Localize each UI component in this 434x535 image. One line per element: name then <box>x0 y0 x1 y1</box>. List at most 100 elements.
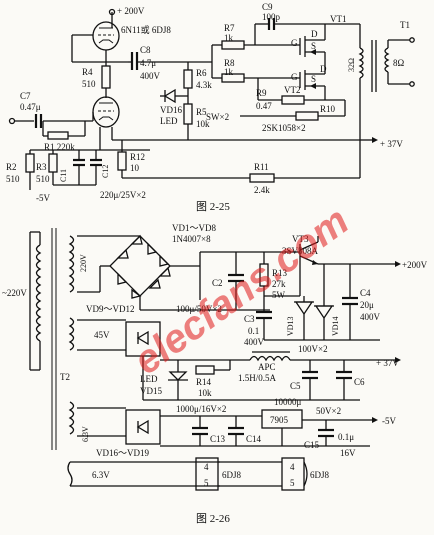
resistor-r6 <box>183 69 193 89</box>
label-heater2: 6DJ8 <box>310 470 330 480</box>
label-r1: R1 220k <box>44 142 75 152</box>
label-r3v: 510 <box>36 174 50 184</box>
label-r7v: 1k <box>224 33 234 43</box>
label-c9v: 100p <box>262 12 281 22</box>
label-vd1v: 1N4007×8 <box>172 234 211 244</box>
transistor-vt3 <box>299 241 319 296</box>
label-c13v: 1000μ/16V×2 <box>176 404 226 414</box>
label-c15v2: 16V <box>340 448 356 458</box>
label-r11v: 2.4k <box>254 185 270 195</box>
label-r5: R5 <box>196 107 207 117</box>
label-vd912: VD9～VD12 <box>86 304 135 314</box>
label-r13w: 5W <box>272 290 286 300</box>
label-plus37: + 37V <box>380 139 403 149</box>
label-pin5a: 5 <box>204 478 209 488</box>
resistor-r12 <box>117 151 127 171</box>
label-r12v: 10 <box>130 163 140 173</box>
input-jack <box>8 117 16 125</box>
label-c3v2: 400V <box>244 337 265 347</box>
label-c9: C9 <box>262 2 273 12</box>
triode-lower <box>92 96 120 128</box>
label-d2: D <box>320 64 327 74</box>
label-sw: SW×2 <box>206 112 229 122</box>
resistor-r1 <box>47 131 69 140</box>
label-r11: R11 <box>254 162 269 172</box>
label-pin4a: 4 <box>204 462 209 472</box>
label-t2: T2 <box>60 372 70 382</box>
label-r2v: 510 <box>6 174 20 184</box>
tube-socket-2 <box>281 457 305 491</box>
label-c1112: 220μ/25V×2 <box>100 190 146 200</box>
label-vt1: VT1 <box>330 14 347 24</box>
label-c5v: 10000μ <box>274 397 302 407</box>
label-vd15: VD15 <box>140 386 162 396</box>
figure-2-25-caption: 图 2-25 <box>196 200 230 213</box>
watermark: elecfans.com <box>126 199 357 384</box>
label-vd1619: VD16～VD19 <box>96 448 149 458</box>
resistor-r2 <box>25 153 35 173</box>
label-heater1: 6DJ8 <box>222 470 242 480</box>
label-neg5: -5V <box>382 416 396 426</box>
label-vd14: VD14 <box>331 316 340 336</box>
figure-2-26: VD1～VD8 1N4007×8 220V ~220V T2 C2 R13 27… <box>2 223 428 525</box>
label-led: LED <box>140 374 158 384</box>
triode-upper <box>92 21 120 51</box>
label-vt2: VT2 <box>284 85 301 95</box>
label-vd14v: 100V×2 <box>298 344 328 354</box>
label-vd1: VD1～VD8 <box>172 223 216 233</box>
label-c8: C8 <box>140 45 151 55</box>
label-plus37: + 37V <box>376 358 399 368</box>
label-7905: 7905 <box>270 415 289 425</box>
label-c11: C11 <box>59 169 68 182</box>
label-63v-a: 6.3V <box>81 426 90 442</box>
figure-2-25: + 200V 6N11或 6DJ8 C8 4.7μ 400V R4 510 C7… <box>6 2 415 213</box>
label-plus200: + 200V <box>117 6 145 16</box>
resistor-r9 <box>281 95 305 105</box>
label-r9: R9 <box>256 88 267 98</box>
label-c6: C6 <box>354 377 365 387</box>
label-vd16: VD16 <box>160 105 182 115</box>
label-c4: C4 <box>360 288 371 298</box>
label-c8r: 400V <box>140 71 161 81</box>
label-c7: C7 <box>20 91 31 101</box>
resistor-r5 <box>183 103 193 125</box>
label-45v: 45V <box>94 330 110 340</box>
label-c2: C2 <box>212 278 223 288</box>
label-g1: G <box>291 38 298 48</box>
label-c13: C13 <box>210 434 226 444</box>
label-r7: R7 <box>224 23 235 33</box>
label-8ohm: 8Ω <box>393 58 405 68</box>
label-s1: S <box>311 41 316 51</box>
label-c4v2: 400V <box>360 312 381 322</box>
label-apc: APC <box>258 362 276 372</box>
label-r6v: 4.3k <box>196 80 212 90</box>
label-r14: R14 <box>196 377 212 387</box>
label-r2: R2 <box>6 162 17 172</box>
label-pin4b: 4 <box>290 462 295 472</box>
label-c7v: 0.47μ <box>20 102 41 112</box>
label-fet: 2SK1058×2 <box>262 123 306 133</box>
label-led: LED <box>160 116 178 126</box>
resistor-r10 <box>295 111 319 121</box>
label-mains: ~220V <box>2 288 27 298</box>
label-d1: D <box>311 29 318 39</box>
label-c23: 100μ/50V×2 <box>176 304 222 314</box>
label-c8v: 4.7μ <box>140 58 156 68</box>
label-r4: R4 <box>82 67 93 77</box>
label-r13v: 27k <box>272 279 286 289</box>
label-s2: S <box>311 74 316 84</box>
label-t1: T1 <box>400 20 410 30</box>
label-c12: C12 <box>101 165 110 178</box>
label-neg5: -5V <box>36 193 50 203</box>
label-tube: 6N11或 6DJ8 <box>121 24 171 35</box>
resistor-r4 <box>101 65 111 89</box>
resistor-r14 <box>195 365 215 375</box>
label-r6: R6 <box>196 68 207 78</box>
mosfet-vt2 <box>299 66 326 100</box>
label-pin5b: 5 <box>290 478 295 488</box>
label-r14v: 10k <box>198 388 212 398</box>
label-r4v: 510 <box>82 79 96 89</box>
label-g2: G <box>291 72 298 82</box>
